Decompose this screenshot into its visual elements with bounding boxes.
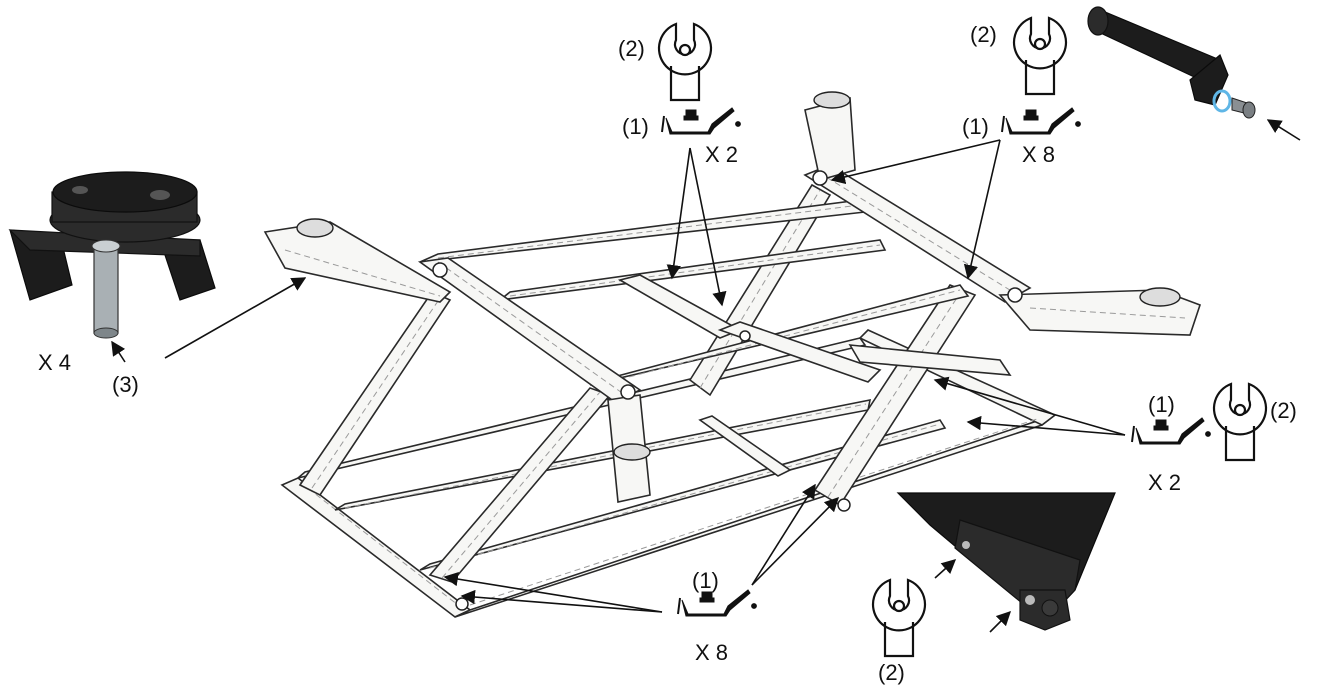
leader-bottom-3 [443,571,663,613]
label-right-wrench: (2) [1270,398,1297,423]
label-right-qty: X 2 [1148,470,1181,495]
wrench-icon [657,22,713,102]
leader-base-2 [989,610,1012,633]
wrench-icon [1012,16,1068,96]
oil-can-icon [1001,107,1082,135]
leader-top-center-2 [689,147,727,307]
leader-pad-ref [111,340,126,363]
label-top-right-qty: X 8 [1022,142,1055,167]
pin-inset [1087,6,1256,119]
label-bottom-wrench: (2) [878,660,905,685]
leader-right-1 [933,376,1126,436]
label-right-oil: (1) [1148,392,1175,417]
leader-top-right-2 [963,139,1001,280]
label-top-center-wrench: (2) [618,36,645,61]
leader-lines [111,119,1301,633]
leader-pad [164,277,307,359]
label-bottom-qty: X 8 [695,640,728,665]
label-pad-qty: X 4 [38,350,71,375]
leader-bottom-2 [751,496,840,586]
leader-top-right-1 [830,139,1001,185]
leader-top-center-1 [666,147,691,280]
leader-bottom-1 [751,483,816,586]
leader-pin [1266,119,1301,141]
leader-bottom-4 [460,589,663,613]
label-top-center-qty: X 2 [705,142,738,167]
label-top-center-oil: (1) [622,114,649,139]
oil-can-icon [677,589,758,617]
lift-pad-inset [8,171,216,339]
oil-can-icon [661,107,742,135]
label-bottom-oil: (1) [692,568,719,593]
label-top-right-oil: (1) [962,114,989,139]
label-pad-ref: (3) [112,372,139,397]
label-top-right-wrench: (2) [970,22,997,47]
leader-base-1 [934,559,957,579]
oil-can-icon [1131,417,1212,445]
wrench-icon [1212,382,1268,462]
leader-right-2 [966,415,1126,436]
wrench-icon [871,578,927,658]
base-corner-inset [896,492,1116,631]
